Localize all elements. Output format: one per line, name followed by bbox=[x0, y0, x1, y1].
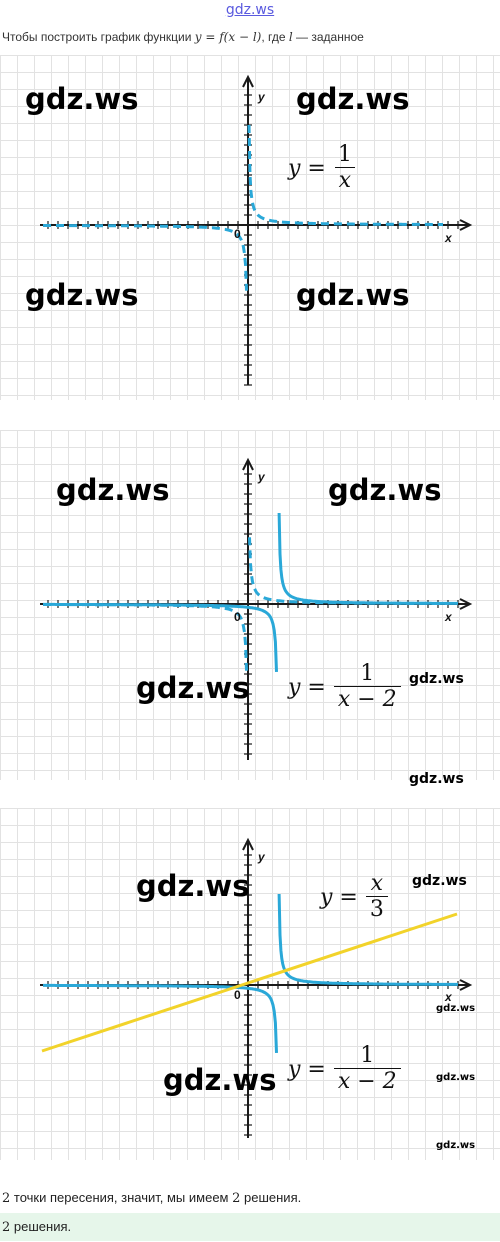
watermark: gdz.ws bbox=[409, 771, 464, 787]
fraction-denominator: x − 2 bbox=[333, 686, 401, 713]
intro-text-before: Чтобы построить график функции bbox=[2, 30, 195, 44]
fraction-denominator: x − 2 bbox=[333, 1068, 401, 1095]
formula-y-1-over-x-minus-2: y = 1 x − 2 bbox=[288, 1043, 401, 1096]
answer-number: 2 bbox=[2, 1220, 11, 1235]
hyperbola-left bbox=[43, 983, 278, 1053]
hyperbola-dashed-left bbox=[43, 603, 248, 671]
origin-label: 0 bbox=[234, 227, 241, 241]
fraction: 1 x − 2 bbox=[333, 661, 401, 714]
fraction-denominator: x bbox=[334, 167, 356, 194]
watermark: gdz.ws bbox=[436, 1140, 476, 1151]
graph-panel-2: gdz.ws gdz.ws gdz.ws gdz.ws gdz.ws y x 0… bbox=[0, 430, 500, 786]
conclusion-number: 2 bbox=[232, 1191, 241, 1206]
watermark: gdz.ws bbox=[296, 82, 410, 116]
watermark: gdz.ws bbox=[25, 278, 139, 312]
line-y-x-over-3 bbox=[41, 912, 458, 1053]
conclusion-text-part: точки пересения, значит, мы имеем bbox=[10, 1190, 233, 1205]
watermark: gdz.ws bbox=[136, 671, 250, 705]
intro-text-middle: , где bbox=[261, 30, 289, 44]
formula-lhs: y = bbox=[288, 675, 326, 701]
graph-panel-1: gdz.ws gdz.ws gdz.ws gdz.ws y x 0 y = 1 … bbox=[0, 55, 500, 400]
y-axis-arrow bbox=[242, 457, 254, 471]
watermark: gdz.ws bbox=[436, 1072, 476, 1083]
fraction-numerator: 1 bbox=[337, 142, 352, 167]
fraction-numerator: x bbox=[370, 871, 384, 896]
graph-3-svg bbox=[40, 837, 473, 1138]
watermark: gdz.ws bbox=[412, 873, 467, 889]
watermark: gdz.ws bbox=[296, 278, 410, 312]
watermark: gdz.ws bbox=[25, 82, 139, 116]
x-axis-arrow bbox=[459, 979, 473, 991]
y-axis-label: y bbox=[258, 850, 265, 864]
origin-label: 0 bbox=[234, 610, 241, 624]
x-axis-label: x bbox=[445, 231, 452, 245]
y-axis-label: y bbox=[258, 90, 265, 104]
intro-text: Чтобы построить график функции y = f(x −… bbox=[2, 30, 500, 44]
conclusion-number: 2 bbox=[2, 1191, 11, 1206]
watermark: gdz.ws bbox=[409, 671, 464, 687]
fraction: 1 x bbox=[334, 142, 356, 195]
formula-lhs: y = bbox=[320, 885, 358, 911]
fraction-denominator: 3 bbox=[365, 896, 388, 923]
fraction: 1 x − 2 bbox=[333, 1043, 401, 1096]
y-axis-label: y bbox=[258, 470, 265, 484]
hyperbola-branch-left bbox=[43, 224, 248, 291]
formula-lhs: y = bbox=[288, 1057, 326, 1083]
y-axis-arrow bbox=[242, 837, 254, 851]
watermark: gdz.ws bbox=[163, 1063, 277, 1097]
shifted-hyperbola-left bbox=[43, 602, 278, 672]
watermark: gdz.ws bbox=[56, 473, 170, 507]
x-axis-label: x bbox=[445, 990, 452, 1004]
conclusion-text-part: решения. bbox=[240, 1190, 302, 1205]
x-axis-arrow bbox=[459, 598, 473, 610]
conclusion-text: 2 точки пересения, значит, мы имеем 2 ре… bbox=[2, 1190, 301, 1206]
intro-variable: l bbox=[288, 30, 293, 44]
hyperbola-right bbox=[277, 893, 458, 986]
graph-panel-3: gdz.ws gdz.ws gdz.ws gdz.ws gdz.ws gdz.w… bbox=[0, 808, 500, 1160]
formula-lhs: y = bbox=[288, 156, 326, 182]
answer-text: решения. bbox=[10, 1219, 72, 1234]
formula-y-1-over-x: y = 1 x bbox=[288, 142, 356, 195]
watermark: gdz.ws bbox=[136, 869, 250, 903]
graph-1-svg bbox=[40, 74, 473, 386]
intro-text-after: — заданное bbox=[292, 30, 364, 44]
intro-formula: y = f(x − l) bbox=[194, 30, 262, 44]
x-axis-arrow bbox=[459, 219, 473, 231]
origin-label: 0 bbox=[234, 988, 241, 1002]
y-axis-arrow bbox=[242, 74, 254, 88]
site-link[interactable]: gdz.ws bbox=[225, 2, 275, 18]
fraction: x 3 bbox=[365, 871, 388, 924]
watermark: gdz.ws bbox=[436, 1003, 476, 1014]
answer-box: 2 решения. bbox=[0, 1213, 500, 1241]
formula-y-x-over-3: y = x 3 bbox=[320, 871, 388, 924]
formula-y-1-over-x-minus-2: y = 1 x − 2 bbox=[288, 661, 401, 714]
fraction-numerator: 1 bbox=[360, 1043, 375, 1068]
watermark: gdz.ws bbox=[328, 473, 442, 507]
shifted-hyperbola-right bbox=[277, 512, 458, 605]
graph-2-svg bbox=[40, 457, 473, 760]
x-axis-label: x bbox=[445, 610, 452, 624]
fraction-numerator: 1 bbox=[360, 661, 375, 686]
